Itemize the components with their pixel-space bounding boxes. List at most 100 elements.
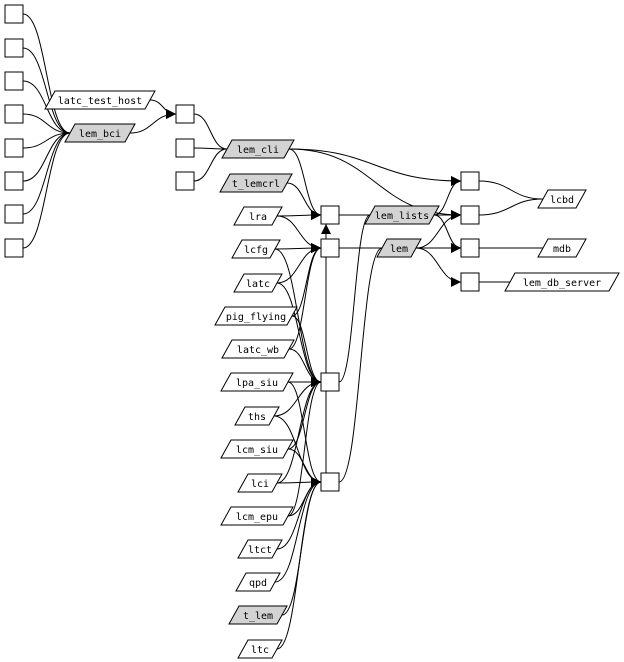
node-label: lem <box>390 244 408 255</box>
box-node[interactable] <box>460 171 480 191</box>
node-lcbd[interactable]: lcbd <box>537 189 587 209</box>
box-shape <box>4 171 24 191</box>
edge-b7-to-lem_bci <box>22 132 71 215</box>
parallelogram-shape <box>64 123 136 143</box>
edge-latc_wb-to-d2 <box>288 243 322 350</box>
parallelogram-shape <box>220 372 294 392</box>
parallelogram-shape <box>235 572 281 592</box>
node-t_lemcrl[interactable]: t_lemcrl <box>219 173 293 193</box>
node-qpd[interactable]: qpd <box>235 572 281 592</box>
box-node[interactable] <box>4 171 24 191</box>
node-ltc[interactable]: ltc <box>237 639 283 659</box>
node-label: t_lem <box>243 611 273 622</box>
box-node[interactable] <box>460 205 480 225</box>
box-node[interactable] <box>4 71 24 91</box>
box-node[interactable] <box>460 272 480 292</box>
node-lcm_epu[interactable]: lcm_epu <box>220 506 294 526</box>
node-label: lcfg <box>244 245 268 256</box>
box-node[interactable] <box>320 205 340 225</box>
box-node[interactable] <box>320 372 340 392</box>
node-lem[interactable]: lem <box>376 238 422 258</box>
edge-latc_test_host-to-c1 <box>149 99 177 119</box>
node-lem_cli[interactable]: lem_cli <box>221 139 295 159</box>
node-lem_db_server[interactable]: lem_db_server <box>504 272 620 292</box>
box-node[interactable] <box>175 104 195 124</box>
box-shape <box>320 205 340 225</box>
box-node[interactable] <box>320 472 340 492</box>
node-label: lcbd <box>550 195 574 206</box>
edge-lci-to-d4 <box>276 477 322 488</box>
node-label: t_lemcrl <box>232 179 280 190</box>
box-shape <box>175 171 195 191</box>
node-ltct[interactable]: ltct <box>237 539 283 559</box>
node-label: ltc <box>251 645 269 656</box>
node-label: lcm_epu <box>236 512 278 523</box>
node-label: qpd <box>249 578 267 589</box>
box-node[interactable] <box>4 204 24 224</box>
parallelogram-shape <box>220 439 294 459</box>
node-latc[interactable]: latc <box>233 273 283 293</box>
node-label: mdb <box>553 244 571 255</box>
node-lra[interactable]: lra <box>233 206 283 226</box>
box-shape <box>4 38 24 58</box>
node-mdb[interactable]: mdb <box>537 238 587 258</box>
box-shape <box>460 171 480 191</box>
node-lci[interactable]: lci <box>237 473 283 493</box>
node-label: lra <box>249 212 267 223</box>
box-shape <box>175 104 195 124</box>
parallelogram-shape <box>228 605 288 625</box>
box-node[interactable] <box>4 104 24 124</box>
box-node[interactable] <box>4 138 24 158</box>
node-label: lcm_siu <box>236 445 278 456</box>
edge-t_lemcrl-to-d1 <box>286 182 322 220</box>
box-node[interactable] <box>175 171 195 191</box>
box-node[interactable] <box>4 238 24 258</box>
edge-lem-to-e2 <box>415 210 462 249</box>
edge-lcm_siu-to-d4 <box>287 448 322 487</box>
parallelogram-shape <box>364 205 440 225</box>
node-label: ths <box>248 412 266 423</box>
node-lem_bci[interactable]: lem_bci <box>64 123 136 143</box>
parallelogram-shape <box>220 506 294 526</box>
box-shape <box>4 4 24 24</box>
edge-lcm_epu-to-d3 <box>287 377 322 517</box>
edge-lem_cli-to-e2 <box>288 148 462 220</box>
parallelogram-shape <box>231 239 281 259</box>
node-lpa_siu[interactable]: lpa_siu <box>220 372 294 392</box>
box-node[interactable] <box>460 238 480 258</box>
node-ths[interactable]: ths <box>234 406 280 426</box>
parallelogram-shape <box>233 206 283 226</box>
node-lem_lists[interactable]: lem_lists <box>364 205 440 225</box>
node-label: lem_db_server <box>523 278 601 289</box>
node-pig_flying[interactable]: pig_flying <box>214 306 298 326</box>
box-shape <box>4 104 24 124</box>
node-lcm_siu[interactable]: lcm_siu <box>220 439 294 459</box>
box-node[interactable] <box>320 238 340 258</box>
node-latc_wb[interactable]: latc_wb <box>221 339 295 359</box>
parallelogram-shape <box>221 339 295 359</box>
node-label: lem_bci <box>79 129 121 140</box>
edge-qpd-to-d4 <box>274 477 322 583</box>
box-node[interactable] <box>4 38 24 58</box>
node-latc_test_host[interactable]: latc_test_host <box>44 90 156 110</box>
edge-lem_cli-to-e1 <box>288 148 462 186</box>
edge-lra-to-d2 <box>276 215 322 253</box>
edge-d3-to-lem_lists <box>338 214 371 383</box>
node-label: latc <box>246 279 270 290</box>
edge-lcfg-to-d3 <box>274 248 322 387</box>
node-lcfg[interactable]: lcfg <box>231 239 281 259</box>
edge-b4-to-lem_bci <box>22 113 71 134</box>
node-t_lem[interactable]: t_lem <box>228 605 288 625</box>
edge-lra-to-d1 <box>276 210 322 221</box>
parallelogram-shape <box>537 189 587 209</box>
parallelogram-shape <box>44 90 156 110</box>
box-shape <box>320 238 340 258</box>
node-label: ltct <box>248 545 272 556</box>
box-node[interactable] <box>175 138 195 158</box>
edge-b2-to-lem_bci <box>22 47 71 134</box>
node-label: lem_cli <box>237 145 279 156</box>
edge-b6-to-lem_bci <box>22 132 71 182</box>
box-node[interactable] <box>4 4 24 24</box>
